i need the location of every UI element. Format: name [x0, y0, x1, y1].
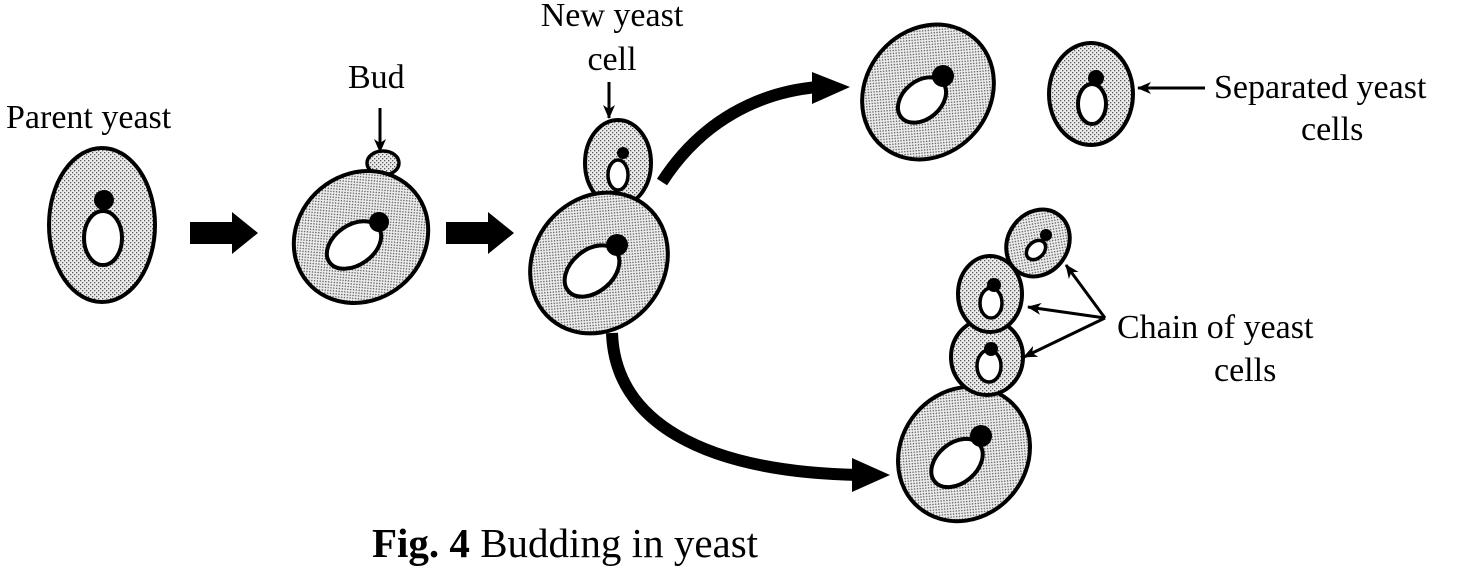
block-arrow-1 — [190, 212, 258, 254]
new-yeast-cell-label-line2: cell — [587, 41, 637, 78]
curved-arrow-to-chain — [606, 332, 890, 492]
separated-yeast-cell-small — [1047, 41, 1135, 147]
chain-yeast-cell-large — [896, 384, 1032, 524]
figure-number: Fig. 4 — [372, 520, 470, 566]
block-arrow-2 — [446, 212, 514, 254]
new-yeast-cell — [583, 118, 653, 208]
parent-yeast-cell — [47, 146, 157, 304]
new-yeast-cell-label-line1: New yeast — [540, 0, 684, 34]
separated-yeast-label-line1: Separated yeast — [1214, 69, 1427, 106]
curved-arrow-to-separated — [656, 72, 850, 186]
separated-yeast-label-line2: cells — [1301, 111, 1364, 148]
figure-caption-text: Budding in yeast — [480, 520, 759, 566]
figure-caption: Fig. 4 Budding in yeast — [372, 520, 758, 566]
budding-yeast-cell — [291, 149, 431, 305]
separated-yeast-cell-large — [860, 22, 996, 162]
parent-yeast-cell-stage3 — [528, 190, 670, 336]
chain-yeast-label-line1: Chain of yeast — [1117, 309, 1314, 346]
chain-yeast-cell-1 — [1004, 207, 1072, 279]
parent-yeast-label: Parent yeast — [6, 99, 172, 136]
chain-pointer-arrows — [1023, 264, 1107, 359]
chain-yeast-cell-3 — [949, 317, 1025, 397]
bud-label: Bud — [348, 59, 405, 96]
chain-yeast-label-line2: cells — [1214, 352, 1277, 389]
chain-yeast-cell-2 — [956, 254, 1024, 334]
